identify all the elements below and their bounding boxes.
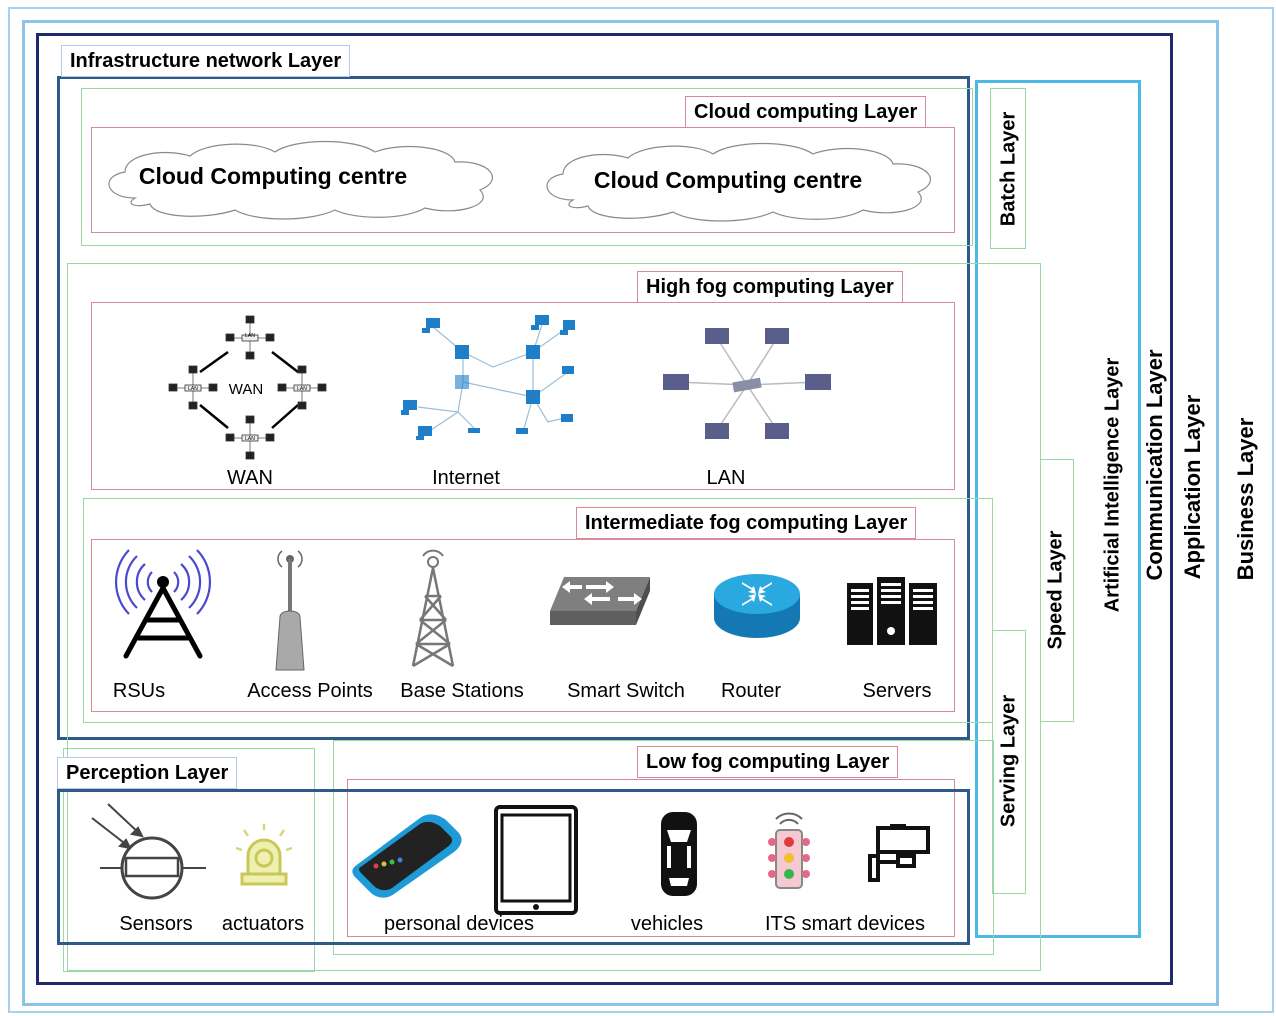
wan-lan-cluster-icon — [168, 365, 218, 410]
rsu-icon — [115, 549, 211, 659]
infrastructure-layer-label: Infrastructure network Layer — [61, 45, 351, 77]
low-fog-layer-label: Low fog computing Layer — [637, 746, 899, 778]
device-caption-rsus: RSUs — [112, 680, 166, 702]
device-caption-router: Router — [720, 680, 782, 702]
wan-node-label: LAN — [245, 333, 255, 339]
high-fog-inner — [91, 302, 955, 490]
low-fog-caption-vehicles: vehicles — [630, 913, 704, 935]
perception-caption-sensors: Sensors — [119, 913, 193, 935]
device-caption-base-stations: Base Stations — [400, 680, 524, 702]
serving-layer-box — [992, 630, 1026, 894]
low-fog-outer — [333, 740, 994, 955]
actuator-icon — [235, 824, 293, 886]
lan-diagram-icon — [663, 328, 831, 439]
intermediate-fog-outer — [83, 498, 993, 723]
intermediate-fog-layer-label: Intermediate fog computing Layer — [576, 507, 917, 539]
perception-layer-frame — [57, 789, 970, 945]
traffic-light-icon — [768, 812, 810, 889]
base-station-icon — [411, 549, 455, 668]
router-icon — [714, 574, 800, 638]
network-caption-wan: WAN — [227, 467, 273, 489]
vehicle-icon — [661, 812, 697, 896]
smart-switch-icon — [550, 577, 650, 625]
low-fog-caption-personal-devices: personal devices — [383, 913, 535, 935]
wan-center-text: WAN — [229, 381, 263, 398]
speed-layer-box — [1040, 459, 1074, 722]
intermediate-fog-inner — [91, 539, 955, 712]
application-layer-frame — [22, 20, 1219, 1006]
wan-lan-cluster-icon — [225, 415, 275, 460]
device-caption-servers: Servers — [862, 680, 932, 702]
perception-caption-actuators: actuators — [221, 913, 305, 935]
wan-diagram-icon: WAN LAN LAN LAN LAN — [168, 315, 327, 460]
device-caption-smart-switch: Smart Switch — [567, 680, 685, 702]
smartphone-icon — [352, 814, 462, 898]
network-caption-internet: Internet — [432, 467, 500, 489]
cloud-layer-label: Cloud computing Layer — [685, 96, 927, 128]
communication-layer-label: Communication Layer — [1142, 349, 1167, 581]
business-layer-frame — [8, 7, 1274, 1013]
internet-diagram-icon — [401, 315, 575, 440]
wan-node-label: LAN — [297, 386, 307, 392]
infrastructure-layer-frame — [57, 76, 970, 740]
tablet-icon — [494, 805, 578, 915]
cloud-centre-1-label: Cloud Computing centre — [138, 163, 408, 189]
cloud-shape-2 — [546, 142, 931, 222]
network-caption-lan: LAN — [706, 467, 746, 489]
perception-green-frame — [63, 748, 315, 972]
sensor-icon — [91, 803, 206, 900]
access-point-icon — [275, 550, 305, 671]
cctv-camera-icon — [868, 824, 930, 882]
serving-layer-label: Serving Layer — [997, 694, 1020, 828]
servers-icon — [847, 577, 937, 645]
cloud-layer-outer — [81, 88, 973, 246]
wan-node-label: LAN — [245, 436, 255, 442]
high-fog-layer-label: High fog computing Layer — [637, 271, 903, 303]
perception-layer-label: Perception Layer — [57, 757, 238, 789]
low-fog-caption-its: ITS smart devices — [764, 913, 926, 935]
batch-layer-label: Batch Layer — [997, 111, 1020, 227]
device-caption-access-points: Access Points — [247, 680, 373, 702]
wan-lan-cluster-icon — [277, 365, 327, 410]
wan-lan-cluster-icon — [225, 315, 275, 360]
business-layer-label: Business Layer — [1233, 417, 1258, 581]
cloud-layer-inner — [91, 127, 955, 233]
ai-layer-label: Artificial Intelligence Layer — [1101, 357, 1124, 613]
speed-layer-label: Speed Layer — [1044, 530, 1067, 650]
communication-layer-frame — [36, 33, 1173, 985]
batch-layer-box — [990, 88, 1026, 249]
cloud-centre-2-label: Cloud Computing centre — [593, 167, 863, 193]
application-layer-label: Application Layer — [1180, 394, 1205, 580]
wan-node-label: LAN — [188, 386, 198, 392]
cloud-shape-1 — [108, 140, 493, 220]
low-fog-inner — [347, 779, 955, 937]
ai-layer-frame — [975, 80, 1141, 938]
